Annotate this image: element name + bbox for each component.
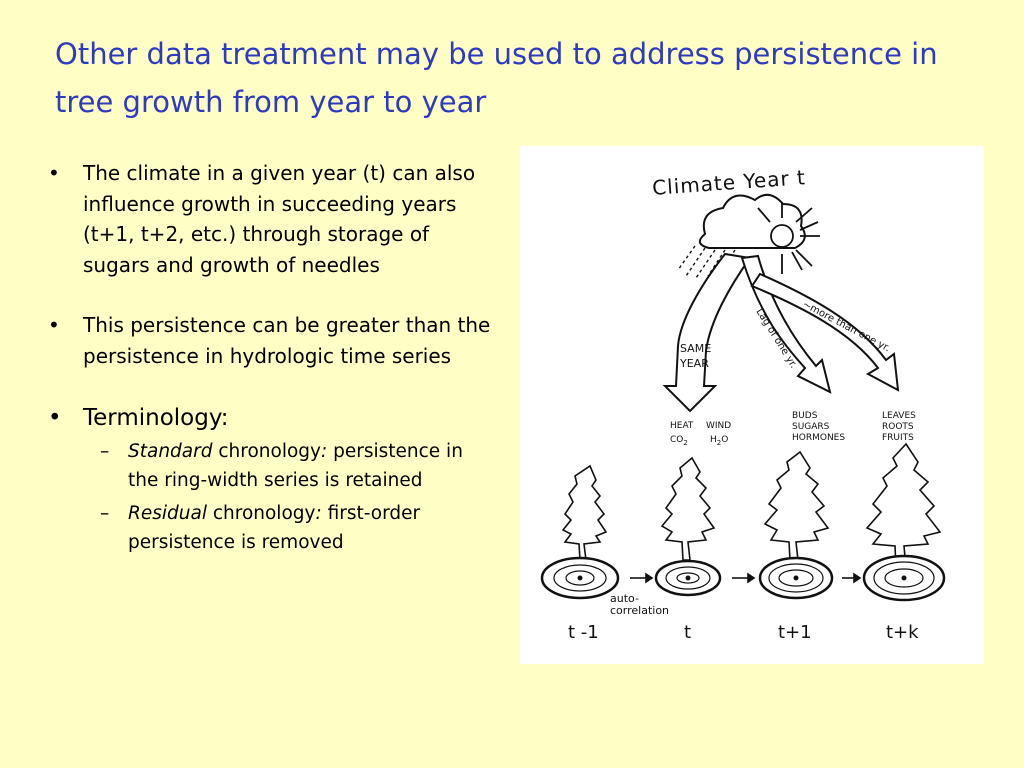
ring-section-icon [654, 559, 722, 597]
dash-marker: – [100, 503, 110, 524]
buds-label: BUDS [792, 411, 818, 421]
bullet-marker: • [48, 405, 62, 431]
time-label-t: t [684, 622, 691, 643]
term-chronology: chronology [212, 441, 321, 462]
arrow-right-icon [630, 572, 862, 584]
tree-icon [561, 464, 608, 561]
auto-label: auto- [610, 592, 639, 605]
tree-icon [660, 456, 716, 561]
bullet-text: The climate in a given year (t) can also… [83, 161, 476, 277]
same-label: SAME [680, 342, 711, 355]
ring-section-icon [758, 556, 834, 600]
bullet-list: • The climate in a given year (t) can al… [48, 158, 493, 561]
tree-icon [865, 442, 942, 569]
time-label-t-plus-1: t+1 [778, 622, 812, 643]
bullet-item: • The climate in a given year (t) can al… [48, 158, 493, 280]
lag-one-year-arrow [740, 254, 832, 394]
time-label-t-plus-k: t+k [886, 622, 919, 643]
bullet-marker: • [48, 313, 60, 337]
term-colon: : [315, 503, 322, 524]
wind-label: WIND [706, 421, 731, 431]
term-colon: : [321, 441, 328, 462]
sun-icon [757, 202, 820, 274]
term-residual: Residual [128, 503, 207, 524]
heat-label: HEAT [670, 421, 694, 431]
correlation-label: correlation [610, 604, 669, 617]
bullet-marker: • [48, 161, 60, 185]
climate-labels: HEAT WIND CO2 H2O BUDS SUGARS HORMONES L… [670, 411, 916, 447]
more-label: ~more than one yr. [801, 299, 892, 354]
year-label: YEAR [679, 357, 709, 370]
sub-bullet-text: persistence in the ring-width series is … [128, 441, 463, 491]
time-label-t-minus-1: t -1 [568, 622, 599, 643]
slide-title: Other data treatment may be used to addr… [55, 37, 938, 119]
more-than-one-year-arrow [750, 272, 900, 392]
dash-marker: – [100, 441, 110, 462]
fruits-label: FRUITS [882, 433, 914, 443]
roots-label: ROOTS [882, 422, 914, 432]
bullet-item: • Terminology: [48, 401, 493, 435]
hormones-label: HORMONES [792, 433, 845, 443]
bullet-text: Terminology: [83, 405, 229, 431]
sub-bullet-item: – Standard chronology: persistence in th… [48, 437, 493, 495]
figure-heading: Climate Year t [651, 165, 806, 200]
h2o-label: H2O [710, 435, 728, 447]
figure-drawing: Climate Year t SAME YEAR Lag of one yr. … [540, 165, 946, 643]
co2-label: CO2 [670, 435, 688, 447]
leaves-label: LEAVES [882, 411, 916, 421]
tree-icon [763, 450, 830, 561]
bullet-text: This persistence can be greater than the… [83, 313, 491, 368]
bullet-item: • This persistence can be greater than t… [48, 310, 493, 371]
sugars-label: SUGARS [792, 422, 830, 432]
sub-bullet-item: – Residual chronology: first-order persi… [48, 499, 493, 557]
ring-section-icon [540, 556, 620, 600]
same-year-arrow [662, 252, 752, 413]
term-standard: Standard [128, 441, 213, 462]
climate-growth-figure: Climate Year t SAME YEAR Lag of one yr. … [520, 146, 984, 664]
term-chronology: chronology [206, 503, 316, 524]
ring-section-icon [862, 554, 946, 602]
sub-bullet-text: first-order persistence is removed [128, 503, 421, 553]
